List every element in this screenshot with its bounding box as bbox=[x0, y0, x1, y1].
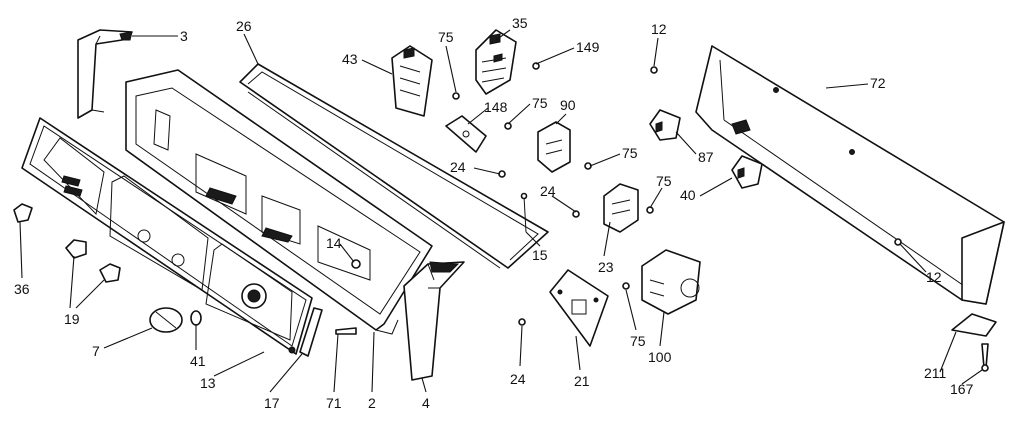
callout-75: 75 bbox=[532, 95, 548, 111]
callout-17: 17 bbox=[264, 395, 280, 411]
callout-labels: 3 26 43 75 35 149 12 72 148 75 90 24 75 … bbox=[14, 15, 974, 411]
callout-149: 149 bbox=[576, 39, 600, 55]
part-lever-17 bbox=[299, 307, 323, 357]
callout-14: 14 bbox=[326, 235, 342, 251]
part-knob-19b bbox=[99, 263, 121, 283]
part-top-trim bbox=[239, 63, 549, 269]
part-switch-block bbox=[475, 29, 517, 95]
callout-43: 43 bbox=[342, 51, 358, 67]
callout-75: 75 bbox=[630, 333, 646, 349]
callout-40: 40 bbox=[680, 187, 696, 203]
part-end-cap-left bbox=[77, 29, 133, 119]
part-plate-148 bbox=[445, 115, 487, 153]
callout-19: 19 bbox=[64, 311, 80, 327]
callout-36: 36 bbox=[14, 281, 30, 297]
callout-24: 24 bbox=[510, 371, 526, 387]
callout-100: 100 bbox=[648, 349, 672, 365]
callout-21: 21 bbox=[574, 373, 590, 389]
part-screw-71 bbox=[335, 327, 357, 335]
part-screws-small bbox=[351, 62, 902, 326]
part-knob-7 bbox=[149, 307, 183, 333]
callout-35: 35 bbox=[512, 15, 528, 31]
callout-12: 12 bbox=[651, 21, 667, 37]
part-end-cap-right bbox=[403, 261, 465, 381]
part-screw-167 bbox=[981, 343, 989, 372]
callout-148: 148 bbox=[484, 99, 508, 115]
callout-4: 4 bbox=[422, 395, 430, 411]
callout-12: 12 bbox=[926, 269, 942, 285]
callout-72: 72 bbox=[870, 75, 886, 91]
callout-211: 211 bbox=[924, 365, 947, 381]
part-control-panel bbox=[21, 117, 313, 355]
callout-3: 3 bbox=[180, 28, 188, 44]
part-rod-15 bbox=[520, 192, 528, 233]
callout-2: 2 bbox=[368, 395, 376, 411]
callout-13: 13 bbox=[200, 375, 216, 391]
callout-75: 75 bbox=[656, 173, 672, 189]
callout-41: 41 bbox=[190, 353, 206, 369]
callout-24: 24 bbox=[450, 159, 466, 175]
part-timer-motor bbox=[641, 249, 701, 315]
part-rear-shroud bbox=[695, 45, 1005, 305]
callout-23: 23 bbox=[598, 259, 614, 275]
leader-lines bbox=[19, 29, 983, 393]
callout-26: 26 bbox=[236, 18, 252, 34]
callout-87: 87 bbox=[698, 149, 714, 165]
callout-167: 167 bbox=[950, 381, 974, 397]
callout-75: 75 bbox=[438, 29, 454, 45]
part-knob-19a bbox=[65, 239, 87, 259]
part-knob-36 bbox=[13, 203, 33, 223]
part-switch-40 bbox=[731, 155, 763, 189]
callout-75: 75 bbox=[622, 145, 638, 161]
callout-24: 24 bbox=[540, 183, 556, 199]
part-switch-87 bbox=[649, 109, 681, 141]
callout-71: 71 bbox=[326, 395, 342, 411]
part-bracket-90 bbox=[537, 121, 571, 173]
callout-90: 90 bbox=[560, 97, 576, 113]
callout-15: 15 bbox=[532, 247, 548, 263]
part-bracket-43 bbox=[391, 45, 433, 117]
part-knob-41 bbox=[190, 310, 202, 326]
part-circuit-board bbox=[549, 269, 609, 347]
part-clip-211 bbox=[951, 313, 997, 337]
part-bracket-23 bbox=[603, 183, 639, 233]
callout-7: 7 bbox=[92, 343, 100, 359]
